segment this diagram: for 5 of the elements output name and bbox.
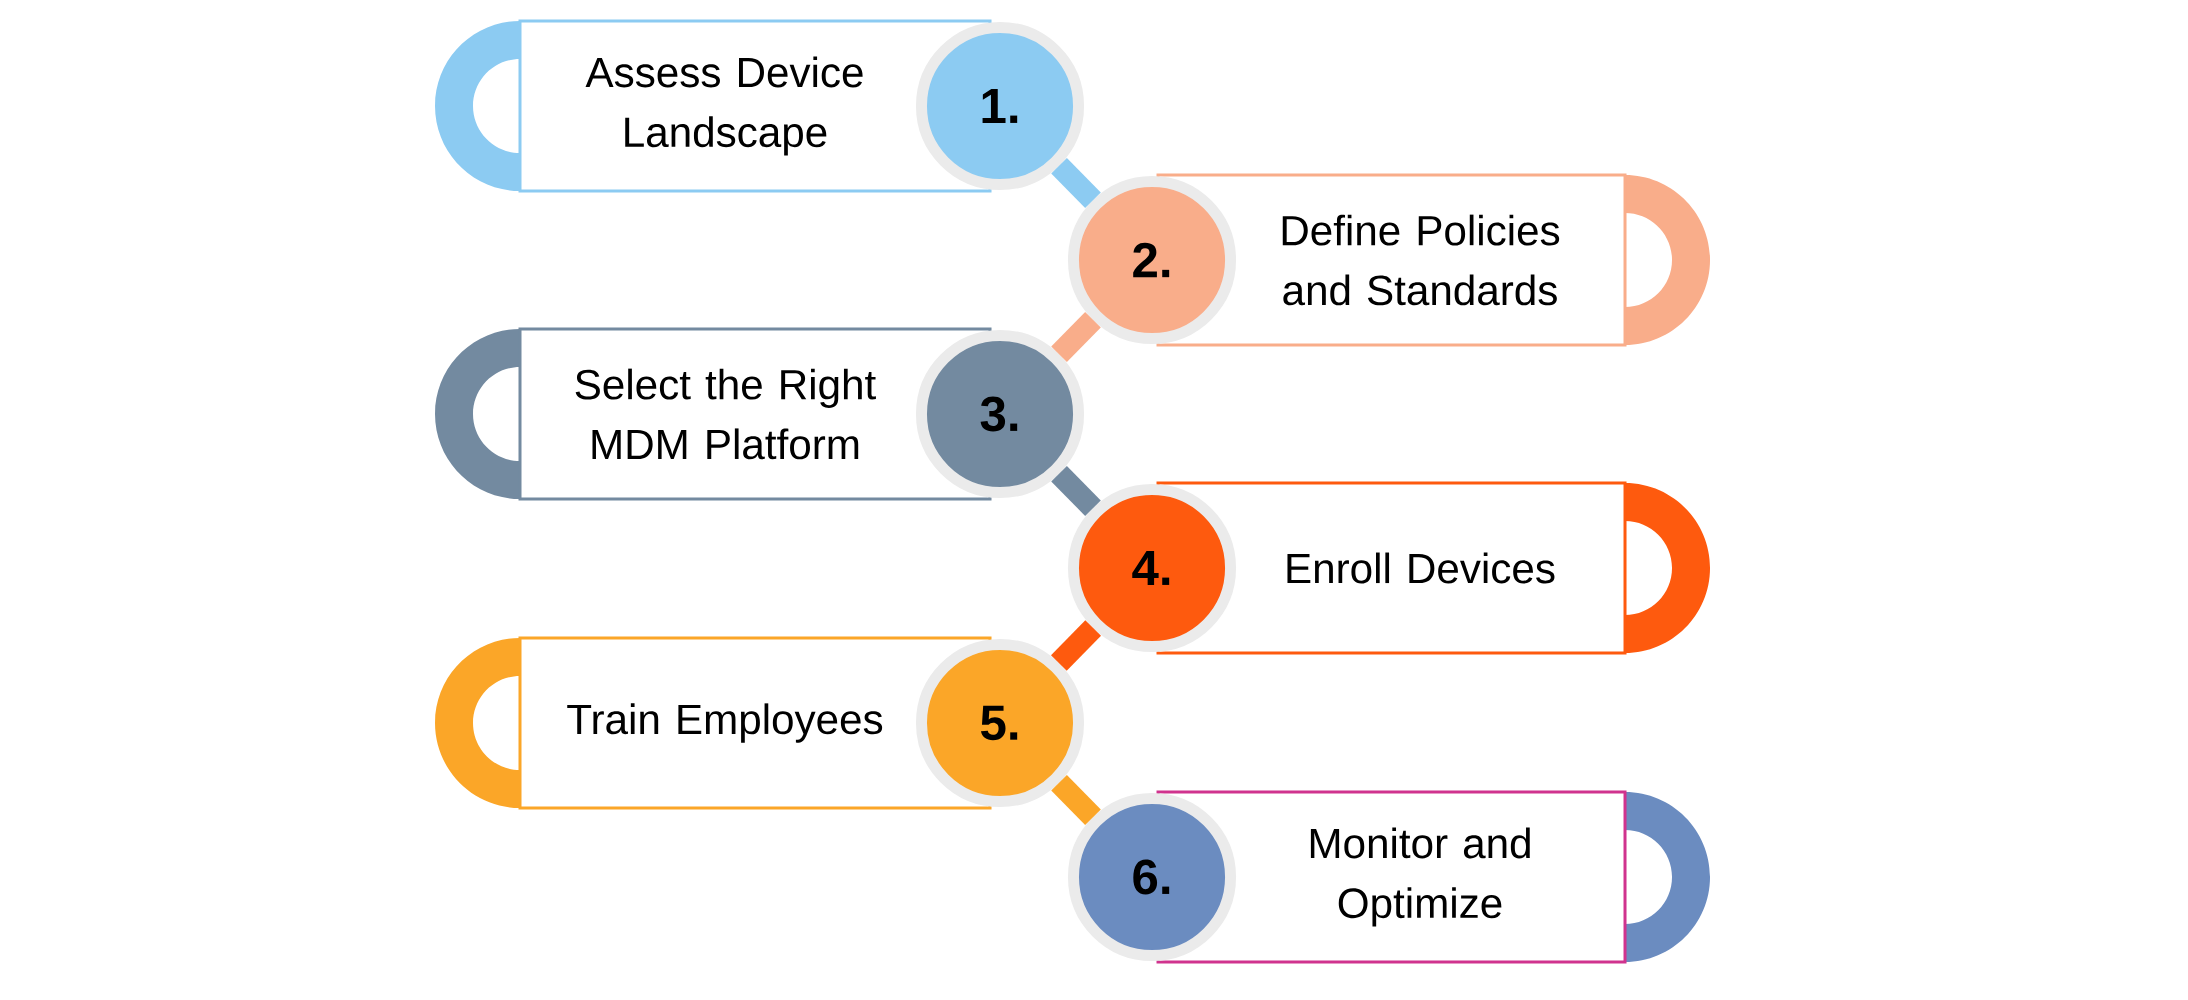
chain-link [1051, 158, 1101, 208]
chain-link [1051, 466, 1101, 516]
chain-link [1051, 620, 1101, 671]
chain-link [1051, 775, 1101, 825]
chain-link [1051, 312, 1101, 362]
